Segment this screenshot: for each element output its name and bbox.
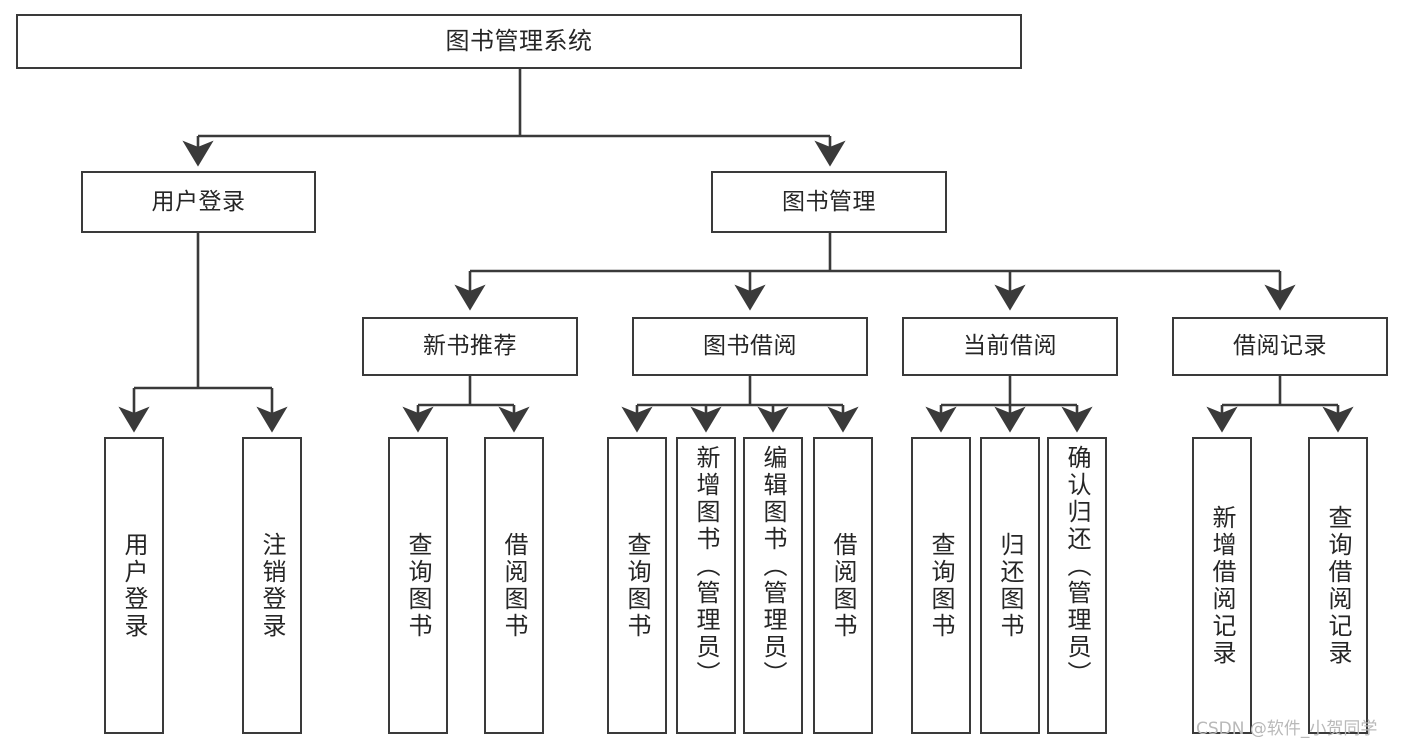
node-leaf-query-record-label: 查询借阅记录 [1324,504,1352,667]
node-leaf-query-book-3-label: 查询图书 [927,531,955,640]
node-current-borrow[interactable]: 当前借阅 [902,317,1118,376]
node-root[interactable]: 图书管理系统 [16,14,1022,69]
node-leaf-user-login-label: 用户登录 [120,531,148,640]
node-book-borrow-label: 图书借阅 [703,333,797,360]
node-leaf-user-logout[interactable]: 注销登录 [242,437,302,734]
node-leaf-query-book-1-label: 查询图书 [404,531,432,640]
node-leaf-confirm-return-label: 确认归还（管理员） [1063,445,1091,688]
node-leaf-add-record[interactable]: 新增借阅记录 [1192,437,1252,734]
node-new-book-recommend[interactable]: 新书推荐 [362,317,578,376]
node-leaf-query-book-2[interactable]: 查询图书 [607,437,667,734]
node-leaf-query-book-3[interactable]: 查询图书 [911,437,971,734]
node-leaf-add-book-label: 新增图书（管理员） [692,445,720,688]
node-leaf-borrow-book-2-label: 借阅图书 [829,531,857,640]
node-leaf-query-record[interactable]: 查询借阅记录 [1308,437,1368,734]
node-leaf-query-book-2-label: 查询图书 [623,531,651,640]
node-book-borrow[interactable]: 图书借阅 [632,317,868,376]
node-book-manage[interactable]: 图书管理 [711,171,947,233]
node-leaf-edit-book[interactable]: 编辑图书（管理员） [743,437,803,734]
node-new-book-recommend-label: 新书推荐 [423,333,517,360]
node-leaf-borrow-book-1[interactable]: 借阅图书 [484,437,544,734]
node-user-login[interactable]: 用户登录 [81,171,316,233]
node-book-manage-label: 图书管理 [782,188,876,215]
node-leaf-user-logout-label: 注销登录 [258,531,286,640]
node-leaf-add-book[interactable]: 新增图书（管理员） [676,437,736,734]
node-leaf-borrow-book-1-label: 借阅图书 [500,531,528,640]
node-user-login-label: 用户登录 [151,188,246,215]
node-current-borrow-label: 当前借阅 [963,333,1057,360]
node-leaf-add-record-label: 新增借阅记录 [1208,504,1236,667]
node-leaf-user-login[interactable]: 用户登录 [104,437,164,734]
node-borrow-record-label: 借阅记录 [1233,333,1327,360]
node-borrow-record[interactable]: 借阅记录 [1172,317,1388,376]
csdn-watermark: CSDN @软件_小贺同学 [1196,719,1378,739]
node-root-label: 图书管理系统 [445,26,593,55]
node-leaf-return-book[interactable]: 归还图书 [980,437,1040,734]
node-leaf-edit-book-label: 编辑图书（管理员） [759,445,787,688]
node-leaf-return-book-label: 归还图书 [996,531,1024,640]
node-leaf-confirm-return[interactable]: 确认归还（管理员） [1047,437,1107,734]
node-leaf-borrow-book-2[interactable]: 借阅图书 [813,437,873,734]
node-leaf-query-book-1[interactable]: 查询图书 [388,437,448,734]
